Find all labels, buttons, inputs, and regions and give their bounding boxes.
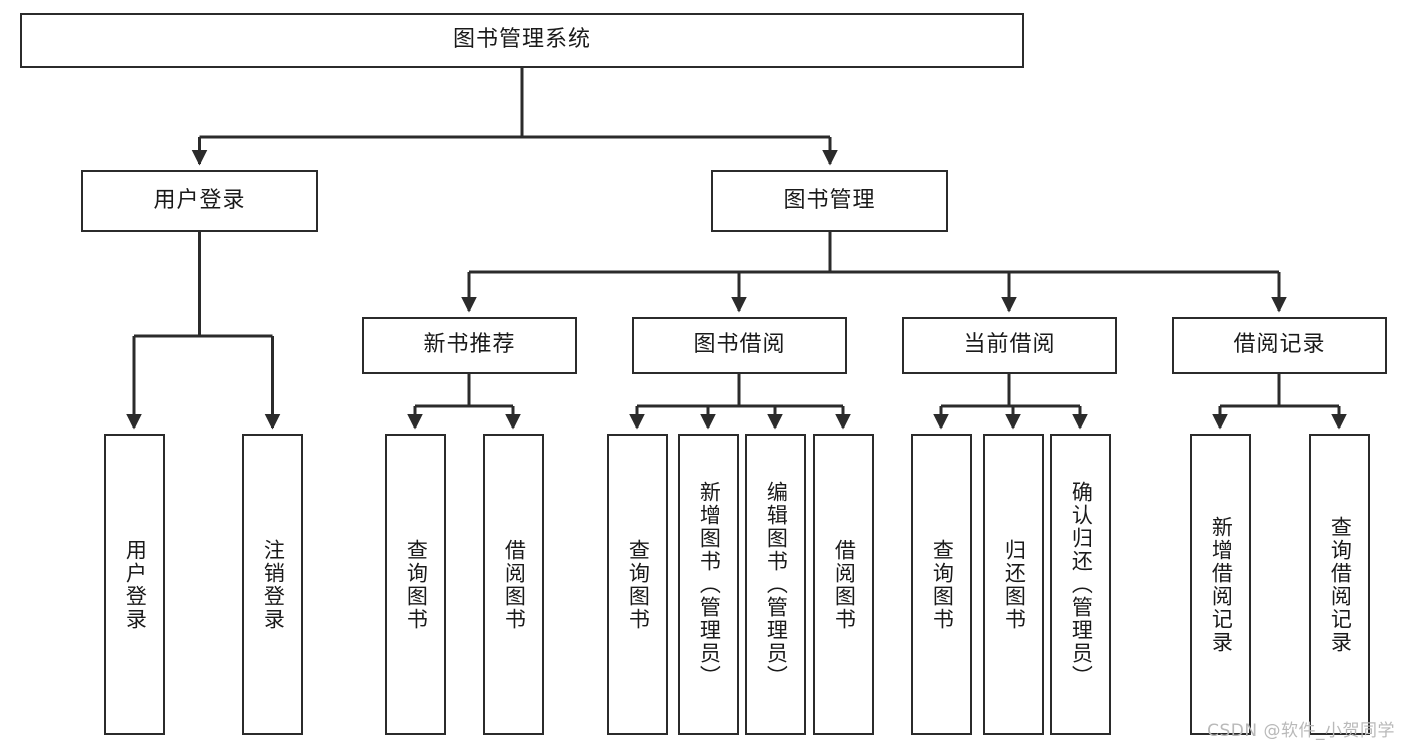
node-user-login-label: 用户登录	[153, 187, 246, 213]
node-root[interactable]: 图书管理系统	[20, 13, 1024, 68]
node-leaf-user-login-label: 用户登录	[123, 538, 148, 631]
node-current-borrow-label: 当前借阅	[963, 332, 1056, 358]
node-book-manage[interactable]: 图书管理	[711, 170, 948, 232]
node-user-login[interactable]: 用户登录	[81, 170, 318, 232]
node-leaf-add-record-label: 新增借阅记录	[1209, 515, 1234, 654]
node-leaf-user-login[interactable]: 用户登录	[104, 434, 165, 735]
node-leaf-add-book-label: 新增图书（管理员）	[697, 481, 722, 688]
node-leaf-add-book[interactable]: 新增图书（管理员）	[678, 434, 739, 735]
node-leaf-confirm-return-label: 确认归还（管理员）	[1069, 481, 1094, 688]
node-leaf-query-book-2-label: 查询图书	[626, 538, 651, 631]
node-leaf-borrow-book-2-label: 借阅图书	[832, 538, 857, 631]
node-leaf-logout[interactable]: 注销登录	[242, 434, 303, 735]
node-book-borrow[interactable]: 图书借阅	[632, 317, 847, 374]
node-leaf-query-book-1[interactable]: 查询图书	[385, 434, 446, 735]
node-leaf-borrow-book-1[interactable]: 借阅图书	[483, 434, 544, 735]
node-leaf-borrow-book-2[interactable]: 借阅图书	[813, 434, 874, 735]
node-leaf-add-record[interactable]: 新增借阅记录	[1190, 434, 1251, 735]
node-leaf-return-book[interactable]: 归还图书	[983, 434, 1044, 735]
node-borrow-record-label: 借阅记录	[1233, 332, 1326, 358]
node-borrow-record[interactable]: 借阅记录	[1172, 317, 1387, 374]
csdn-watermark: CSDN @软件_小贺同学	[1207, 721, 1395, 741]
node-current-borrow[interactable]: 当前借阅	[902, 317, 1117, 374]
node-root-label: 图书管理系统	[452, 27, 591, 53]
node-leaf-query-record-label: 查询借阅记录	[1328, 515, 1353, 654]
node-leaf-query-record[interactable]: 查询借阅记录	[1309, 434, 1370, 735]
node-leaf-return-book-label: 归还图书	[1002, 538, 1027, 631]
node-leaf-edit-book[interactable]: 编辑图书（管理员）	[745, 434, 806, 735]
node-leaf-query-book-2[interactable]: 查询图书	[607, 434, 668, 735]
node-book-borrow-label: 图书借阅	[693, 332, 786, 358]
node-leaf-borrow-book-1-label: 借阅图书	[502, 538, 527, 631]
node-leaf-query-book-3[interactable]: 查询图书	[911, 434, 972, 735]
node-new-book-recommend-label: 新书推荐	[423, 332, 516, 358]
node-leaf-confirm-return[interactable]: 确认归还（管理员）	[1050, 434, 1111, 735]
node-leaf-logout-label: 注销登录	[261, 538, 286, 631]
node-leaf-edit-book-label: 编辑图书（管理员）	[764, 481, 789, 688]
node-new-book-recommend[interactable]: 新书推荐	[362, 317, 577, 374]
node-leaf-query-book-1-label: 查询图书	[404, 538, 429, 631]
node-book-manage-label: 图书管理	[783, 187, 876, 213]
node-leaf-query-book-3-label: 查询图书	[930, 538, 955, 631]
